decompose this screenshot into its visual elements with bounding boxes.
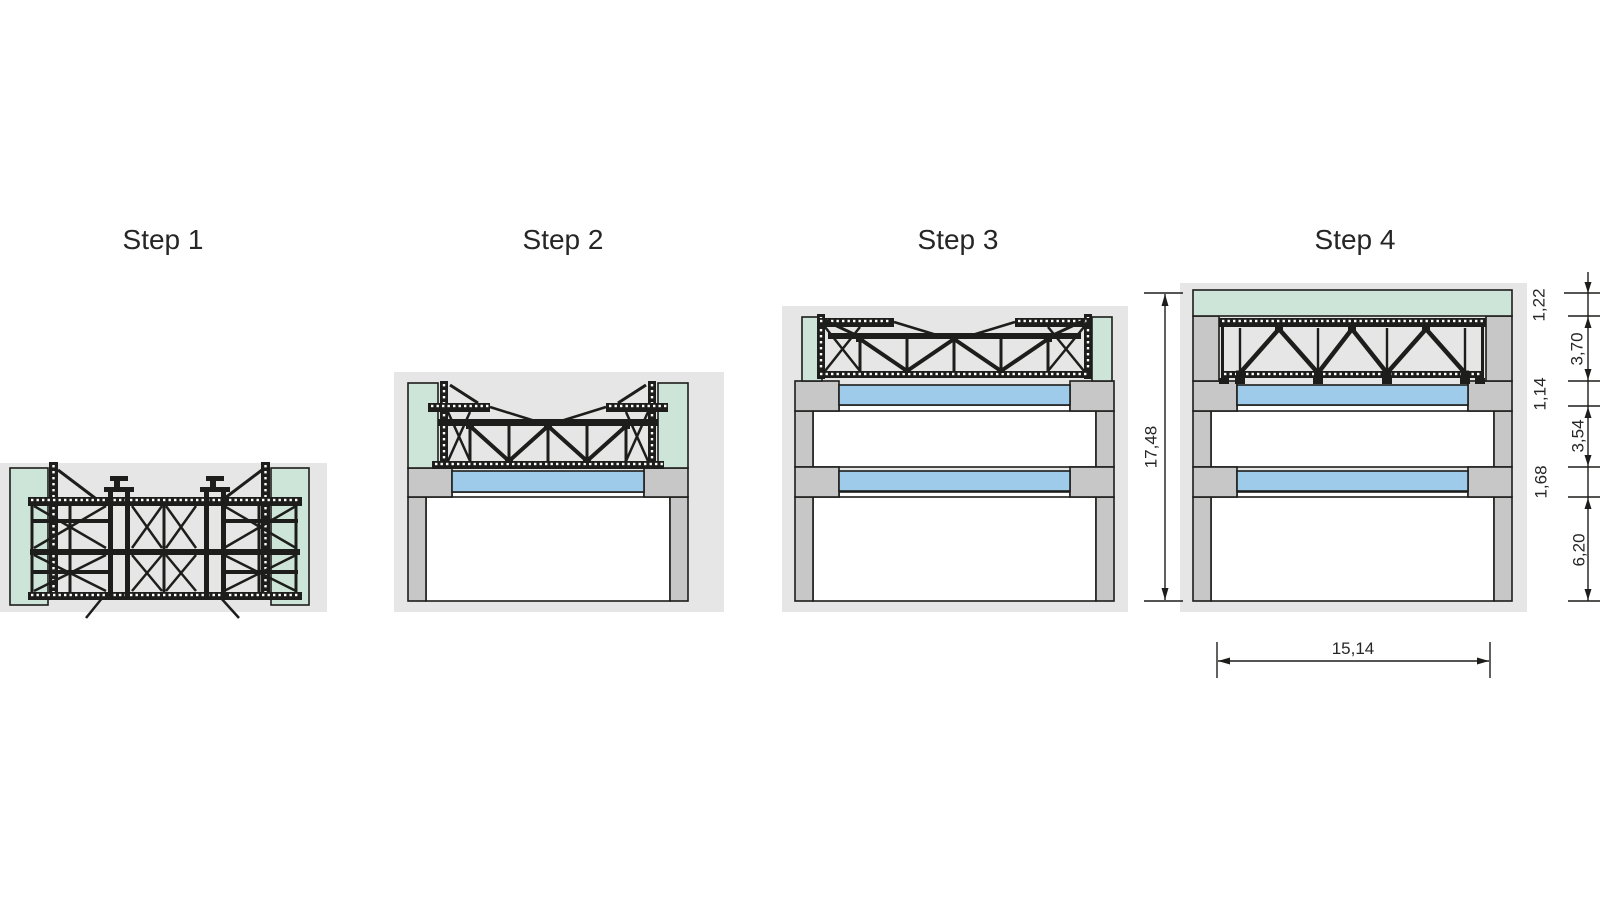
step2-green-wall-right bbox=[657, 382, 689, 469]
step3-column-upper-right bbox=[1095, 410, 1115, 468]
step2-diagram bbox=[394, 372, 724, 612]
step4-label: Step 4 bbox=[1315, 224, 1396, 255]
step2-label: Step 2 bbox=[523, 224, 604, 255]
step3-corbel1-right bbox=[1069, 380, 1115, 412]
step3-label: Step 3 bbox=[918, 224, 999, 255]
step4-room-lower bbox=[1210, 496, 1495, 602]
step4-corbel2-left bbox=[1192, 466, 1238, 498]
step1-formwork-truss bbox=[28, 462, 302, 619]
step3-formwork-truss bbox=[817, 314, 1092, 379]
step4-concrete-slab-lower bbox=[1236, 470, 1469, 492]
step3-concrete-slab-lower bbox=[838, 470, 1071, 492]
step4-corbel2-right bbox=[1467, 466, 1513, 498]
dim-slab2-label: 1,68 bbox=[1532, 465, 1551, 498]
dimension-overall-height: 17,48 bbox=[1142, 292, 1183, 602]
step4-concrete-slab-upper bbox=[1236, 384, 1469, 406]
step3-corbel2-left bbox=[794, 466, 840, 498]
step4-wall-stub-left bbox=[1192, 315, 1220, 382]
step4-wall-stub-right bbox=[1485, 315, 1513, 382]
step3-column-upper-left bbox=[794, 410, 814, 468]
step3-corbel1-left bbox=[794, 380, 840, 412]
step4-column-upper-left bbox=[1192, 410, 1212, 468]
step3-diagram bbox=[782, 306, 1128, 612]
step3-column-lower-left bbox=[794, 496, 814, 602]
step4-room-upper bbox=[1210, 410, 1495, 468]
step1-green-wall-left bbox=[9, 467, 49, 606]
step3-column-lower-right bbox=[1095, 496, 1115, 602]
step-labels: Step 1 Step 2 Step 3 Step 4 bbox=[123, 224, 1396, 255]
step2-corbel-right bbox=[643, 467, 689, 498]
step3-concrete-slab-upper bbox=[838, 384, 1071, 406]
step2-concrete-slab bbox=[451, 470, 645, 493]
step3-green-stub-right bbox=[1091, 316, 1113, 382]
step2-formwork-truss bbox=[428, 381, 668, 469]
step4-roof-slab bbox=[1192, 289, 1513, 317]
dim-roof-slab-label: 1,22 bbox=[1530, 288, 1549, 321]
dim-slab1-label: 1,14 bbox=[1531, 377, 1550, 410]
step2-room bbox=[425, 496, 671, 602]
step4-diagram bbox=[1180, 283, 1527, 612]
step2-column-right bbox=[669, 496, 689, 602]
step2-column-left bbox=[407, 496, 427, 602]
overall-height-label: 17,48 bbox=[1142, 426, 1161, 469]
step4-column-lower-right bbox=[1493, 496, 1513, 602]
step2-green-wall-left bbox=[407, 382, 439, 469]
step4-column-upper-right bbox=[1493, 410, 1513, 468]
dimension-overall-width: 15,14 bbox=[1216, 639, 1491, 678]
dimension-right-chain: 1,22 3,70 1,14 3,54 1,68 6,20 bbox=[1530, 272, 1600, 602]
step1-label: Step 1 bbox=[123, 224, 204, 255]
step3-room-upper bbox=[812, 410, 1097, 468]
step3-room-lower bbox=[812, 496, 1097, 602]
dim-truss-zone-label: 3,70 bbox=[1568, 332, 1587, 365]
dim-room2-label: 6,20 bbox=[1570, 533, 1589, 566]
dim-room1-label: 3,54 bbox=[1569, 419, 1588, 452]
step4-corbel1-right bbox=[1467, 380, 1513, 412]
step4-column-lower-left bbox=[1192, 496, 1212, 602]
step3-corbel2-right bbox=[1069, 466, 1115, 498]
overall-width-label: 15,14 bbox=[1332, 639, 1375, 658]
step1-diagram bbox=[0, 462, 327, 619]
step4-corbel1-left bbox=[1192, 380, 1238, 412]
step2-corbel-left bbox=[407, 467, 453, 498]
step4-formwork-truss bbox=[1219, 318, 1486, 384]
